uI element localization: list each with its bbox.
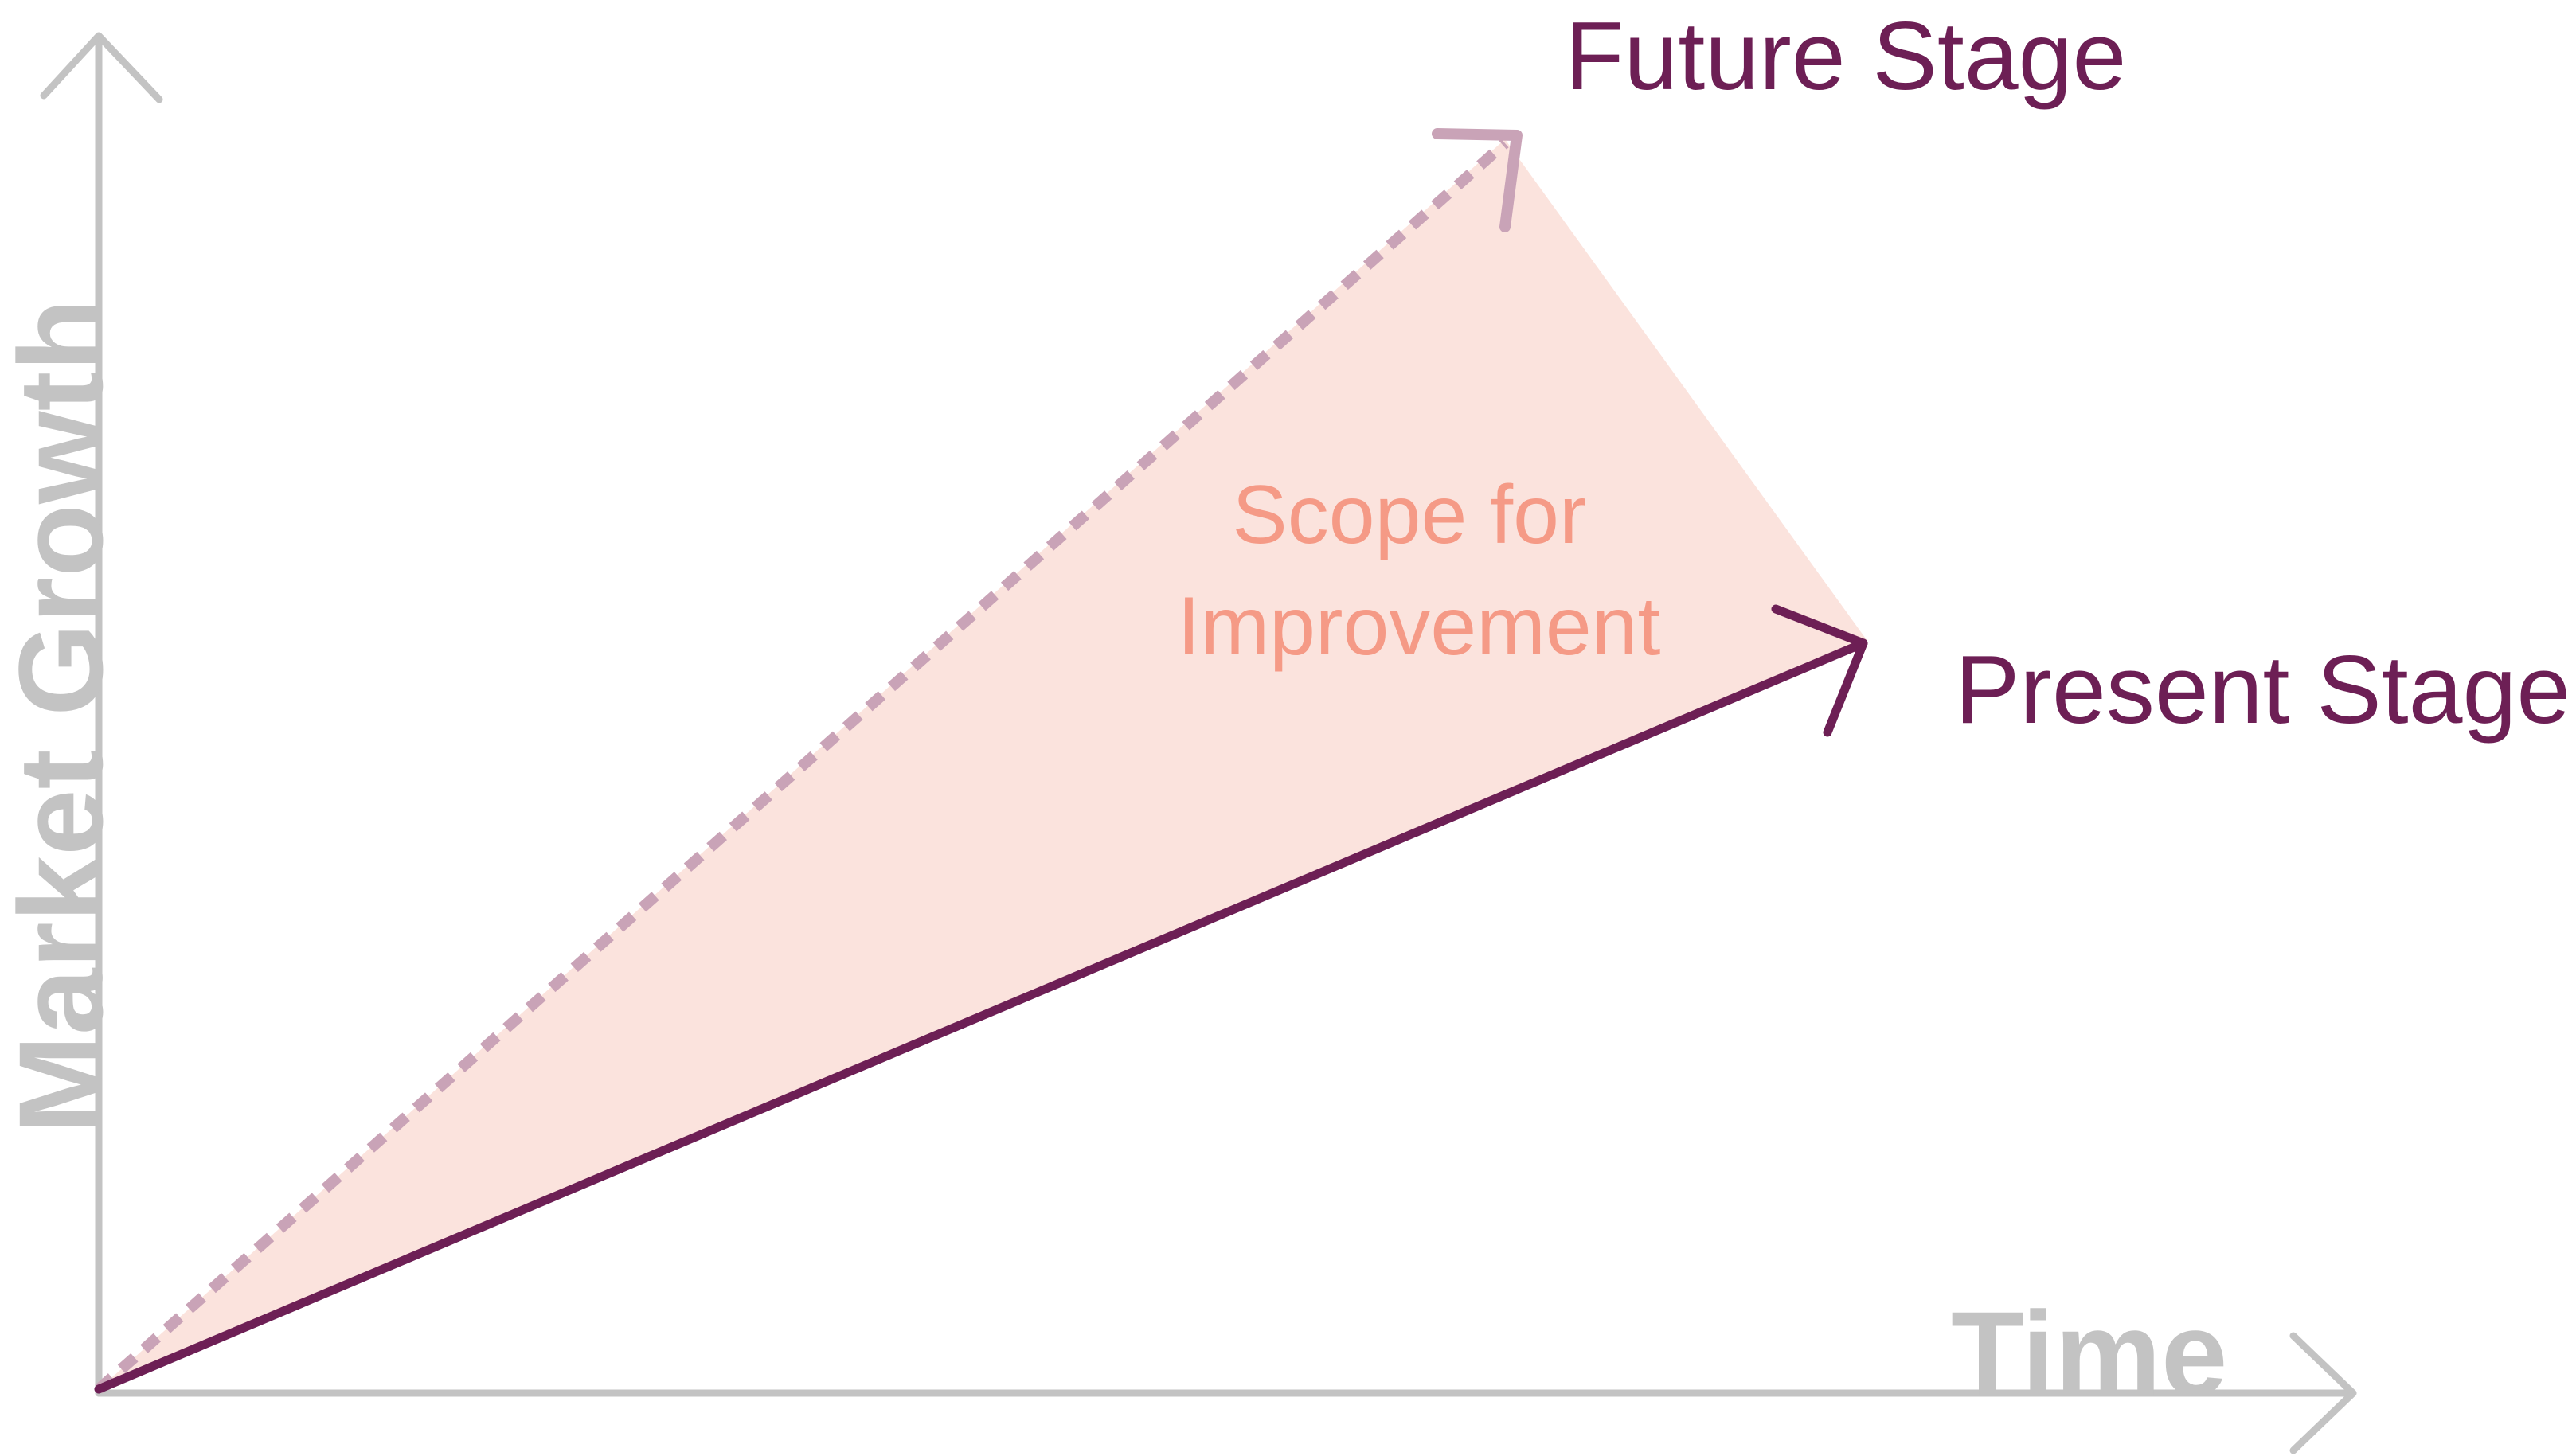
x-axis-arrowhead — [2289, 1332, 2357, 1454]
present-stage-arrowhead — [1771, 604, 1868, 737]
future-stage-arrowhead — [1432, 128, 1523, 232]
y-axis-label: Market Growth — [0, 299, 127, 1134]
scope-label-line1: Scope for — [1232, 469, 1586, 561]
scope-area — [99, 139, 1867, 1389]
future-stage-label: Future Stage — [1565, 2, 2126, 110]
future-stage-line — [95, 139, 1509, 1394]
x-axis-label: Time — [1951, 1286, 2227, 1420]
y-axis-arrowhead — [40, 32, 163, 103]
scope-label-line2: Improvement — [1178, 580, 1661, 673]
present-stage-label: Present Stage — [1955, 635, 2570, 744]
present-stage-line — [94, 638, 1868, 1394]
